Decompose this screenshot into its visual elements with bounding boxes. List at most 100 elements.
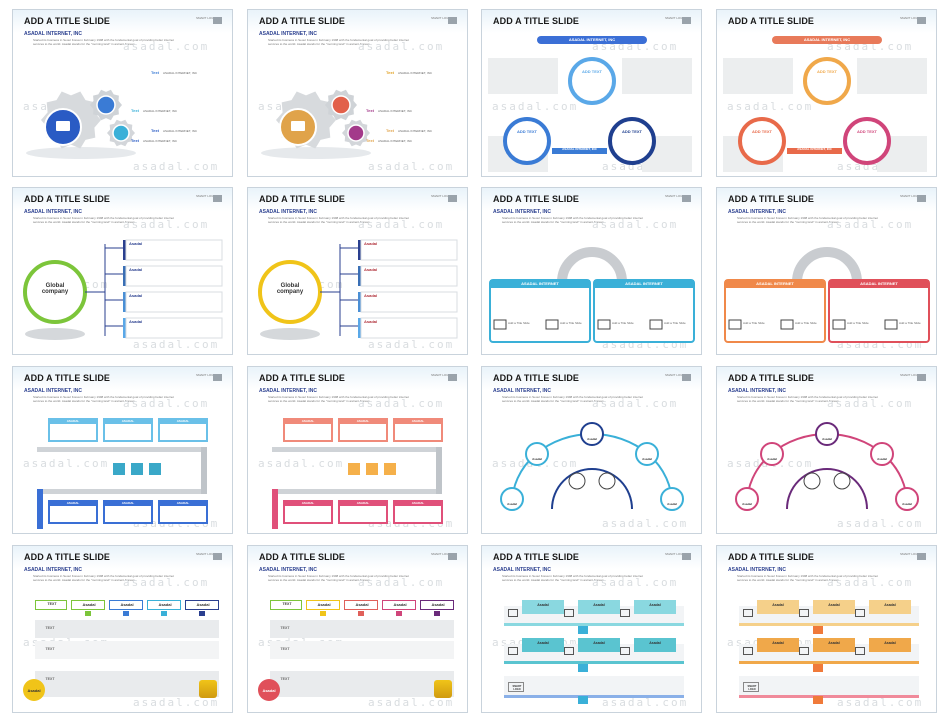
bottom-card-tag-2: [104, 501, 152, 506]
slide-subtitle: ASADAL INTERNET, INC: [24, 567, 82, 573]
branch-label-4: Asadal: [364, 319, 378, 324]
step-icon-2-1: [508, 647, 518, 655]
table-row-2: [270, 641, 454, 659]
step-card-label: Asadal: [649, 641, 661, 645]
step-icon-2-2: [799, 647, 809, 655]
coins-icon: [434, 680, 452, 698]
column-header-label: Asadal: [317, 602, 331, 607]
smart-logo-box: [448, 553, 457, 560]
smart-logo-text: SMART LOGO: [900, 194, 920, 198]
step-icon-2-2: [564, 647, 574, 655]
slide-subtitle: ASADAL INTERNET, INC: [259, 567, 317, 573]
slide-description: Started its business in Seoul Korea in F…: [502, 574, 643, 582]
step-card-2-2: Asadal: [578, 638, 620, 652]
smart-logo: SMART LOGO: [665, 194, 691, 203]
arc-node-label-3: Asadal: [587, 437, 597, 441]
badge-star: Asadal: [258, 679, 280, 701]
panel-title-2: ASADAL INTERNET: [860, 281, 898, 286]
column-arrow-3: [161, 611, 167, 616]
step-card-label: Asadal: [593, 603, 605, 607]
smart-logo-box: [448, 17, 457, 24]
smart-logo-box: [682, 374, 691, 381]
arc-node-label-5: Asadal: [667, 502, 677, 506]
step-card-1-3: Asadal: [869, 600, 911, 614]
slide-title: ADD A TITLE SLIDE: [259, 194, 346, 204]
smart-logo: SMART LOGO: [196, 373, 222, 382]
slide-description: Started its business in Seoul Korea in F…: [268, 38, 409, 46]
step-card-1-1: Asadal: [522, 600, 564, 614]
branch-box-3: [125, 291, 223, 313]
circle-label-3: ADD TEXT: [622, 129, 642, 134]
panel-right: [593, 279, 695, 343]
branch-label-3: Asadal: [129, 293, 143, 298]
middle-icon-3: [384, 463, 396, 475]
step-arrow-3: [578, 696, 588, 704]
slide-description: Started its business in Seoul Korea in F…: [33, 574, 174, 582]
row-header-label: TEXT: [47, 602, 57, 606]
smart-logo-box: [917, 195, 926, 202]
smart-logo-text: SMART LOGO: [431, 194, 451, 198]
column-header-1: Asadal: [71, 600, 105, 610]
middle-icon-2: [366, 463, 378, 475]
branch-box-1: [125, 239, 223, 261]
smart-logo-text: SMART LOGO: [431, 16, 451, 20]
panel-title-1: ASADAL INTERNET: [756, 281, 794, 286]
smart-logo-text: SMART LOGO: [900, 552, 920, 556]
arc-node-1: [500, 487, 524, 511]
slide-title: ADD A TITLE SLIDE: [493, 373, 580, 383]
smart-logo-box: [682, 553, 691, 560]
floor-shadow: [26, 147, 136, 159]
branch-label-1: Asadal: [129, 241, 143, 246]
step-card-label: Asadal: [772, 603, 784, 607]
cycle-circle-1: [803, 57, 851, 105]
top-card-tag-2: [104, 419, 152, 424]
column-header-label: Asadal: [82, 602, 96, 607]
bottom-arrow-text: ASADAL INTERNET, INC: [562, 147, 597, 151]
shelf-diagram: [272, 418, 443, 529]
smart-logo: SMART LOGO: [431, 373, 457, 382]
step-icon-1-3: [620, 609, 630, 617]
top-tag-3: ASADAL: [176, 419, 190, 423]
slide-title: ADD A TITLE SLIDE: [24, 194, 111, 204]
row-label-2: TEXT: [45, 647, 55, 651]
cycle-circle-2: [503, 117, 551, 165]
arc-node-label-3: Asadal: [822, 437, 832, 441]
panel-left: [489, 279, 591, 343]
monitor-icon-1: [493, 319, 507, 330]
slide-description: Started its business in Seoul Korea in F…: [268, 574, 409, 582]
slide-description: Started its business in Seoul Korea in F…: [33, 216, 174, 224]
step-band-3: [504, 676, 684, 698]
smart-logo: SMART LOGO: [665, 16, 691, 25]
smart-logo: SMART LOGO: [431, 552, 457, 561]
callout-text-3: Text: [386, 128, 394, 133]
callout-text-2: Text: [366, 108, 374, 113]
panel-right-header: [829, 280, 929, 288]
step-card-label: Asadal: [884, 641, 896, 645]
smart-logo: SMART LOGO: [196, 194, 222, 203]
slide-description: Started its business in Seoul Korea in F…: [502, 216, 643, 224]
smart-logo-box: [213, 17, 222, 24]
step-card-label: Asadal: [649, 603, 661, 607]
branch-label-4: Asadal: [129, 319, 143, 324]
branch-box-4: [360, 317, 458, 339]
panel-right: [828, 279, 930, 343]
branch-box-2: [360, 265, 458, 287]
table-row-3: [35, 671, 219, 697]
slide-title: ADD A TITLE SLIDE: [24, 373, 111, 383]
